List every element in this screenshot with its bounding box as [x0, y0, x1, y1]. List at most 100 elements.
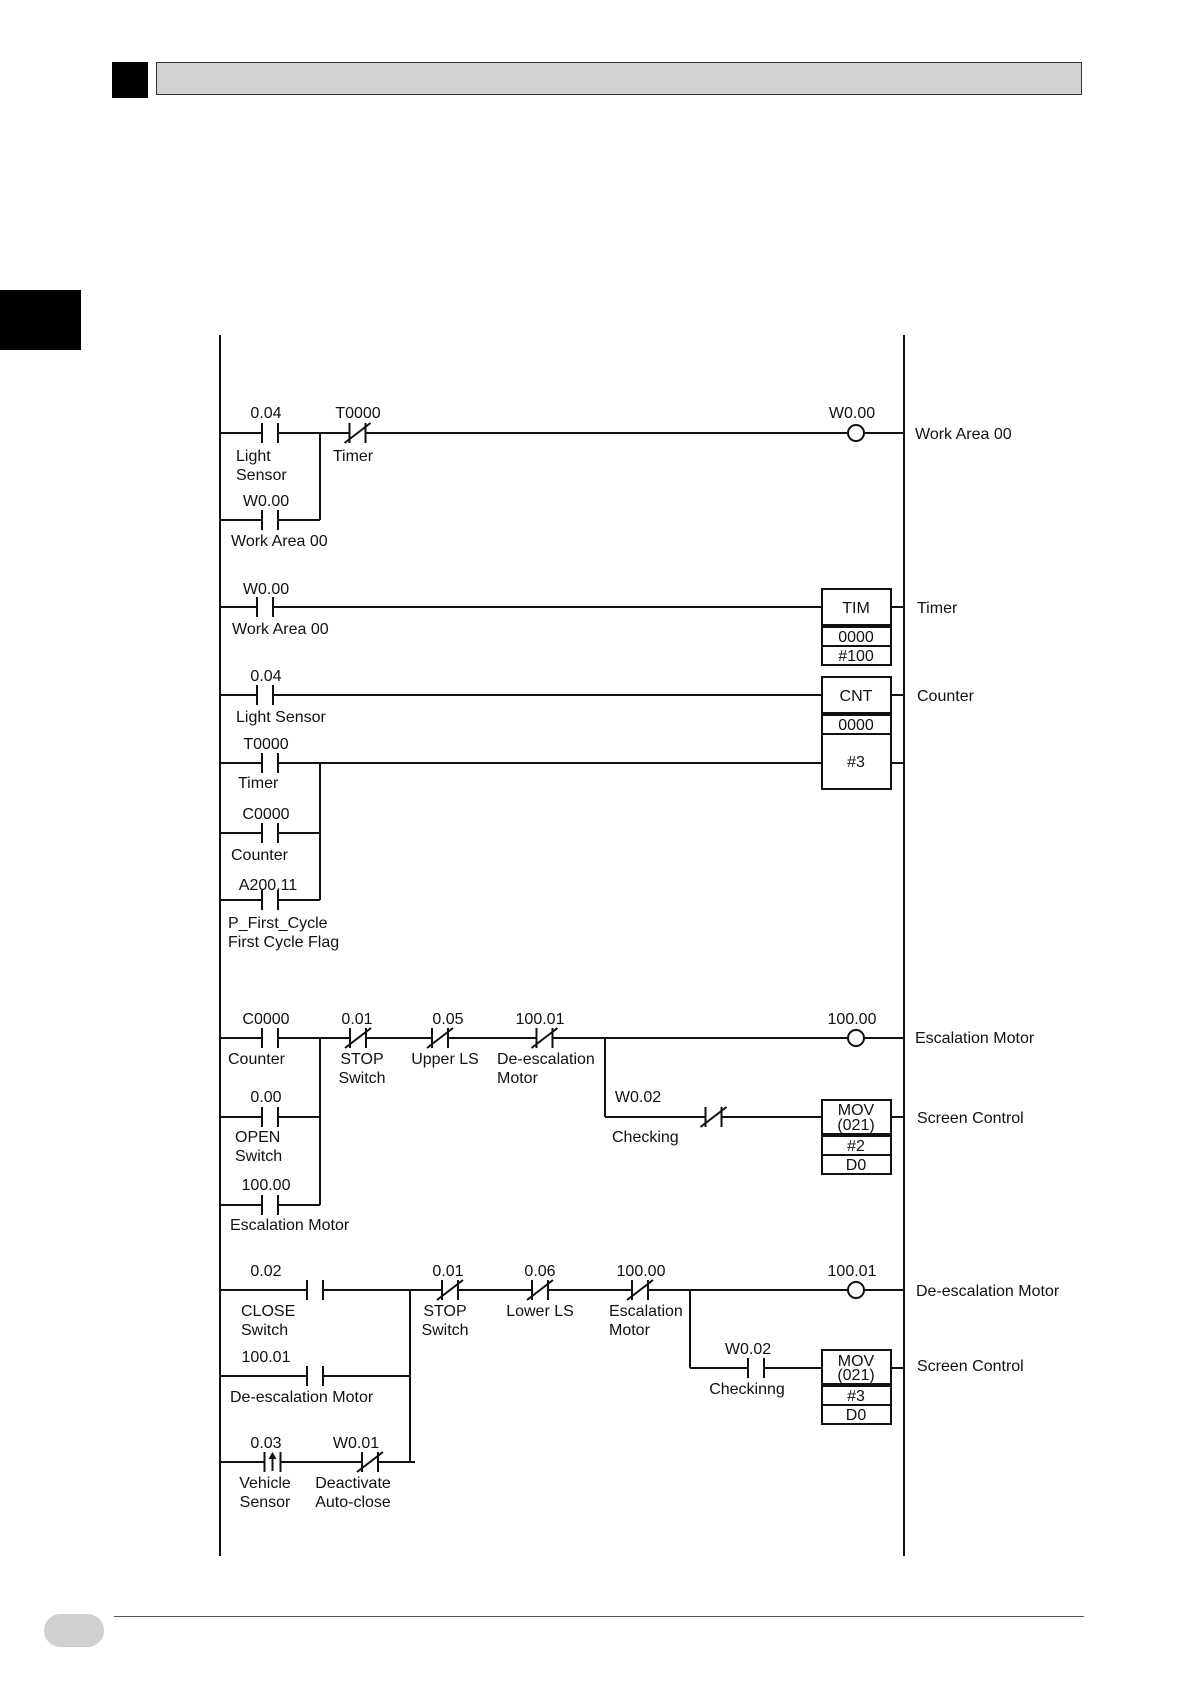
up-arrow-icon	[268, 1452, 277, 1459]
contact-comment: Counter	[228, 1051, 286, 1068]
contact-comment: First Cycle Flag	[228, 934, 339, 951]
contact-address: W0.02	[725, 1341, 771, 1358]
instruction-box	[821, 1099, 892, 1135]
operand-value: D0	[846, 1407, 867, 1424]
nc-contact-stroke	[356, 1451, 384, 1473]
operand-value: #3	[847, 1388, 865, 1405]
contact-comment: OPEN	[235, 1129, 280, 1146]
contact-address: 100.01	[516, 1011, 565, 1028]
instruction-name: TIM	[842, 600, 870, 617]
contact-comment: Work Area 00	[231, 533, 328, 550]
no-contact	[220, 890, 320, 910]
operand-value: #2	[847, 1138, 865, 1155]
nc-contact	[490, 1279, 590, 1301]
nc-contact	[605, 1106, 822, 1128]
contact-comment: Sensor	[240, 1494, 291, 1511]
output-coil	[847, 1281, 865, 1299]
contact-comment: Sensor	[236, 467, 287, 484]
contact-address: W0.00	[243, 581, 289, 598]
operand-box	[821, 733, 892, 790]
contact-address: T0000	[335, 405, 380, 422]
nc-contact	[484, 1027, 605, 1049]
nc-contact-stroke	[426, 1027, 454, 1049]
operand-value: #3	[847, 754, 865, 771]
operand-value: D0	[846, 1157, 867, 1174]
contact-comment: STOP	[423, 1303, 466, 1320]
no-contact	[220, 1107, 320, 1127]
contact-address: C0000	[242, 1011, 289, 1028]
contact-address: 0.06	[524, 1263, 555, 1280]
contact-comment: Switch	[421, 1322, 468, 1339]
operand-value: 0000	[838, 717, 874, 734]
contact-address: 0.04	[250, 668, 281, 685]
contact-address: 100.00	[242, 1177, 291, 1194]
contact-comment: Motor	[497, 1070, 539, 1087]
nc-contact-stroke	[436, 1279, 464, 1301]
no-contact	[220, 823, 320, 843]
instruction-name: (021)	[837, 1117, 874, 1134]
output-comment: Counter	[917, 688, 975, 705]
contact-comment: CLOSE	[241, 1303, 295, 1320]
contact-address: T0000	[243, 736, 288, 753]
contact-address: W0.01	[333, 1435, 379, 1452]
contact-address: C0000	[242, 806, 289, 823]
header-marker-square	[112, 62, 148, 98]
contact-address: 100.00	[617, 1263, 666, 1280]
operand-box	[821, 1154, 892, 1175]
contact-comment: De-escalation Motor	[230, 1389, 374, 1406]
contact-comment: Checking	[612, 1129, 679, 1146]
no-contact	[690, 1358, 822, 1378]
nc-contact-stroke	[344, 1027, 372, 1049]
contact-comment: Upper LS	[411, 1051, 479, 1068]
contact-comment: Switch	[235, 1148, 282, 1165]
no-contact	[220, 1195, 320, 1215]
contact-address: 0.03	[250, 1435, 281, 1452]
contact-comment: Timer	[238, 775, 279, 792]
contact-comment: Escalation	[609, 1303, 683, 1320]
nc-contact-stroke	[699, 1106, 728, 1128]
output-coil	[847, 1029, 865, 1047]
instruction-name: (021)	[837, 1367, 874, 1384]
contact-comment: Switch	[241, 1322, 288, 1339]
contact-comment: Checkinng	[709, 1381, 785, 1398]
no-contact	[220, 1280, 410, 1300]
contact-comment: Timer	[333, 448, 374, 465]
contact-comment: P_First_Cycle	[228, 915, 328, 932]
nc-contact	[325, 1451, 415, 1473]
output-comment: Escalation Motor	[915, 1030, 1035, 1047]
contact-comment: Work Area 00	[232, 621, 329, 638]
no-contact	[220, 1366, 410, 1386]
contact-address: 100.01	[242, 1349, 291, 1366]
contact-comment: De-escalation	[497, 1051, 595, 1068]
output-comment: Screen Control	[917, 1110, 1024, 1127]
instruction-name: CNT	[840, 688, 873, 705]
output-comment: Timer	[917, 600, 958, 617]
nc-contact	[320, 1027, 396, 1049]
nc-contact-stroke	[526, 1279, 554, 1301]
output-coil	[847, 424, 865, 442]
no-contact	[220, 597, 310, 617]
contact-comment: Vehicle	[239, 1475, 291, 1492]
operand-value: 0000	[838, 629, 874, 646]
operand-box	[821, 645, 892, 666]
output-comment: De-escalation Motor	[916, 1283, 1060, 1300]
contact-comment: Motor	[609, 1322, 651, 1339]
contact-address: 0.00	[250, 1089, 281, 1106]
coil-address: W0.00	[829, 405, 875, 422]
contact-comment: Counter	[231, 847, 289, 864]
contact-comment: Escalation Motor	[230, 1217, 350, 1234]
header-bar	[156, 62, 1082, 95]
instruction-name: MOV	[838, 1353, 875, 1370]
contact-comment: Light	[236, 448, 271, 465]
contact-address: 0.02	[250, 1263, 281, 1280]
nc-contact	[410, 1279, 490, 1301]
nc-contact	[320, 422, 395, 444]
contact-address: W0.00	[243, 493, 289, 510]
contact-address: 0.04	[250, 405, 281, 422]
contact-comment: Lower LS	[506, 1303, 574, 1320]
no-contact	[220, 423, 320, 443]
coil-address: 100.01	[828, 1263, 877, 1280]
nc-contact-stroke	[343, 422, 372, 444]
instruction-box	[821, 588, 892, 626]
nc-contact	[590, 1279, 690, 1301]
